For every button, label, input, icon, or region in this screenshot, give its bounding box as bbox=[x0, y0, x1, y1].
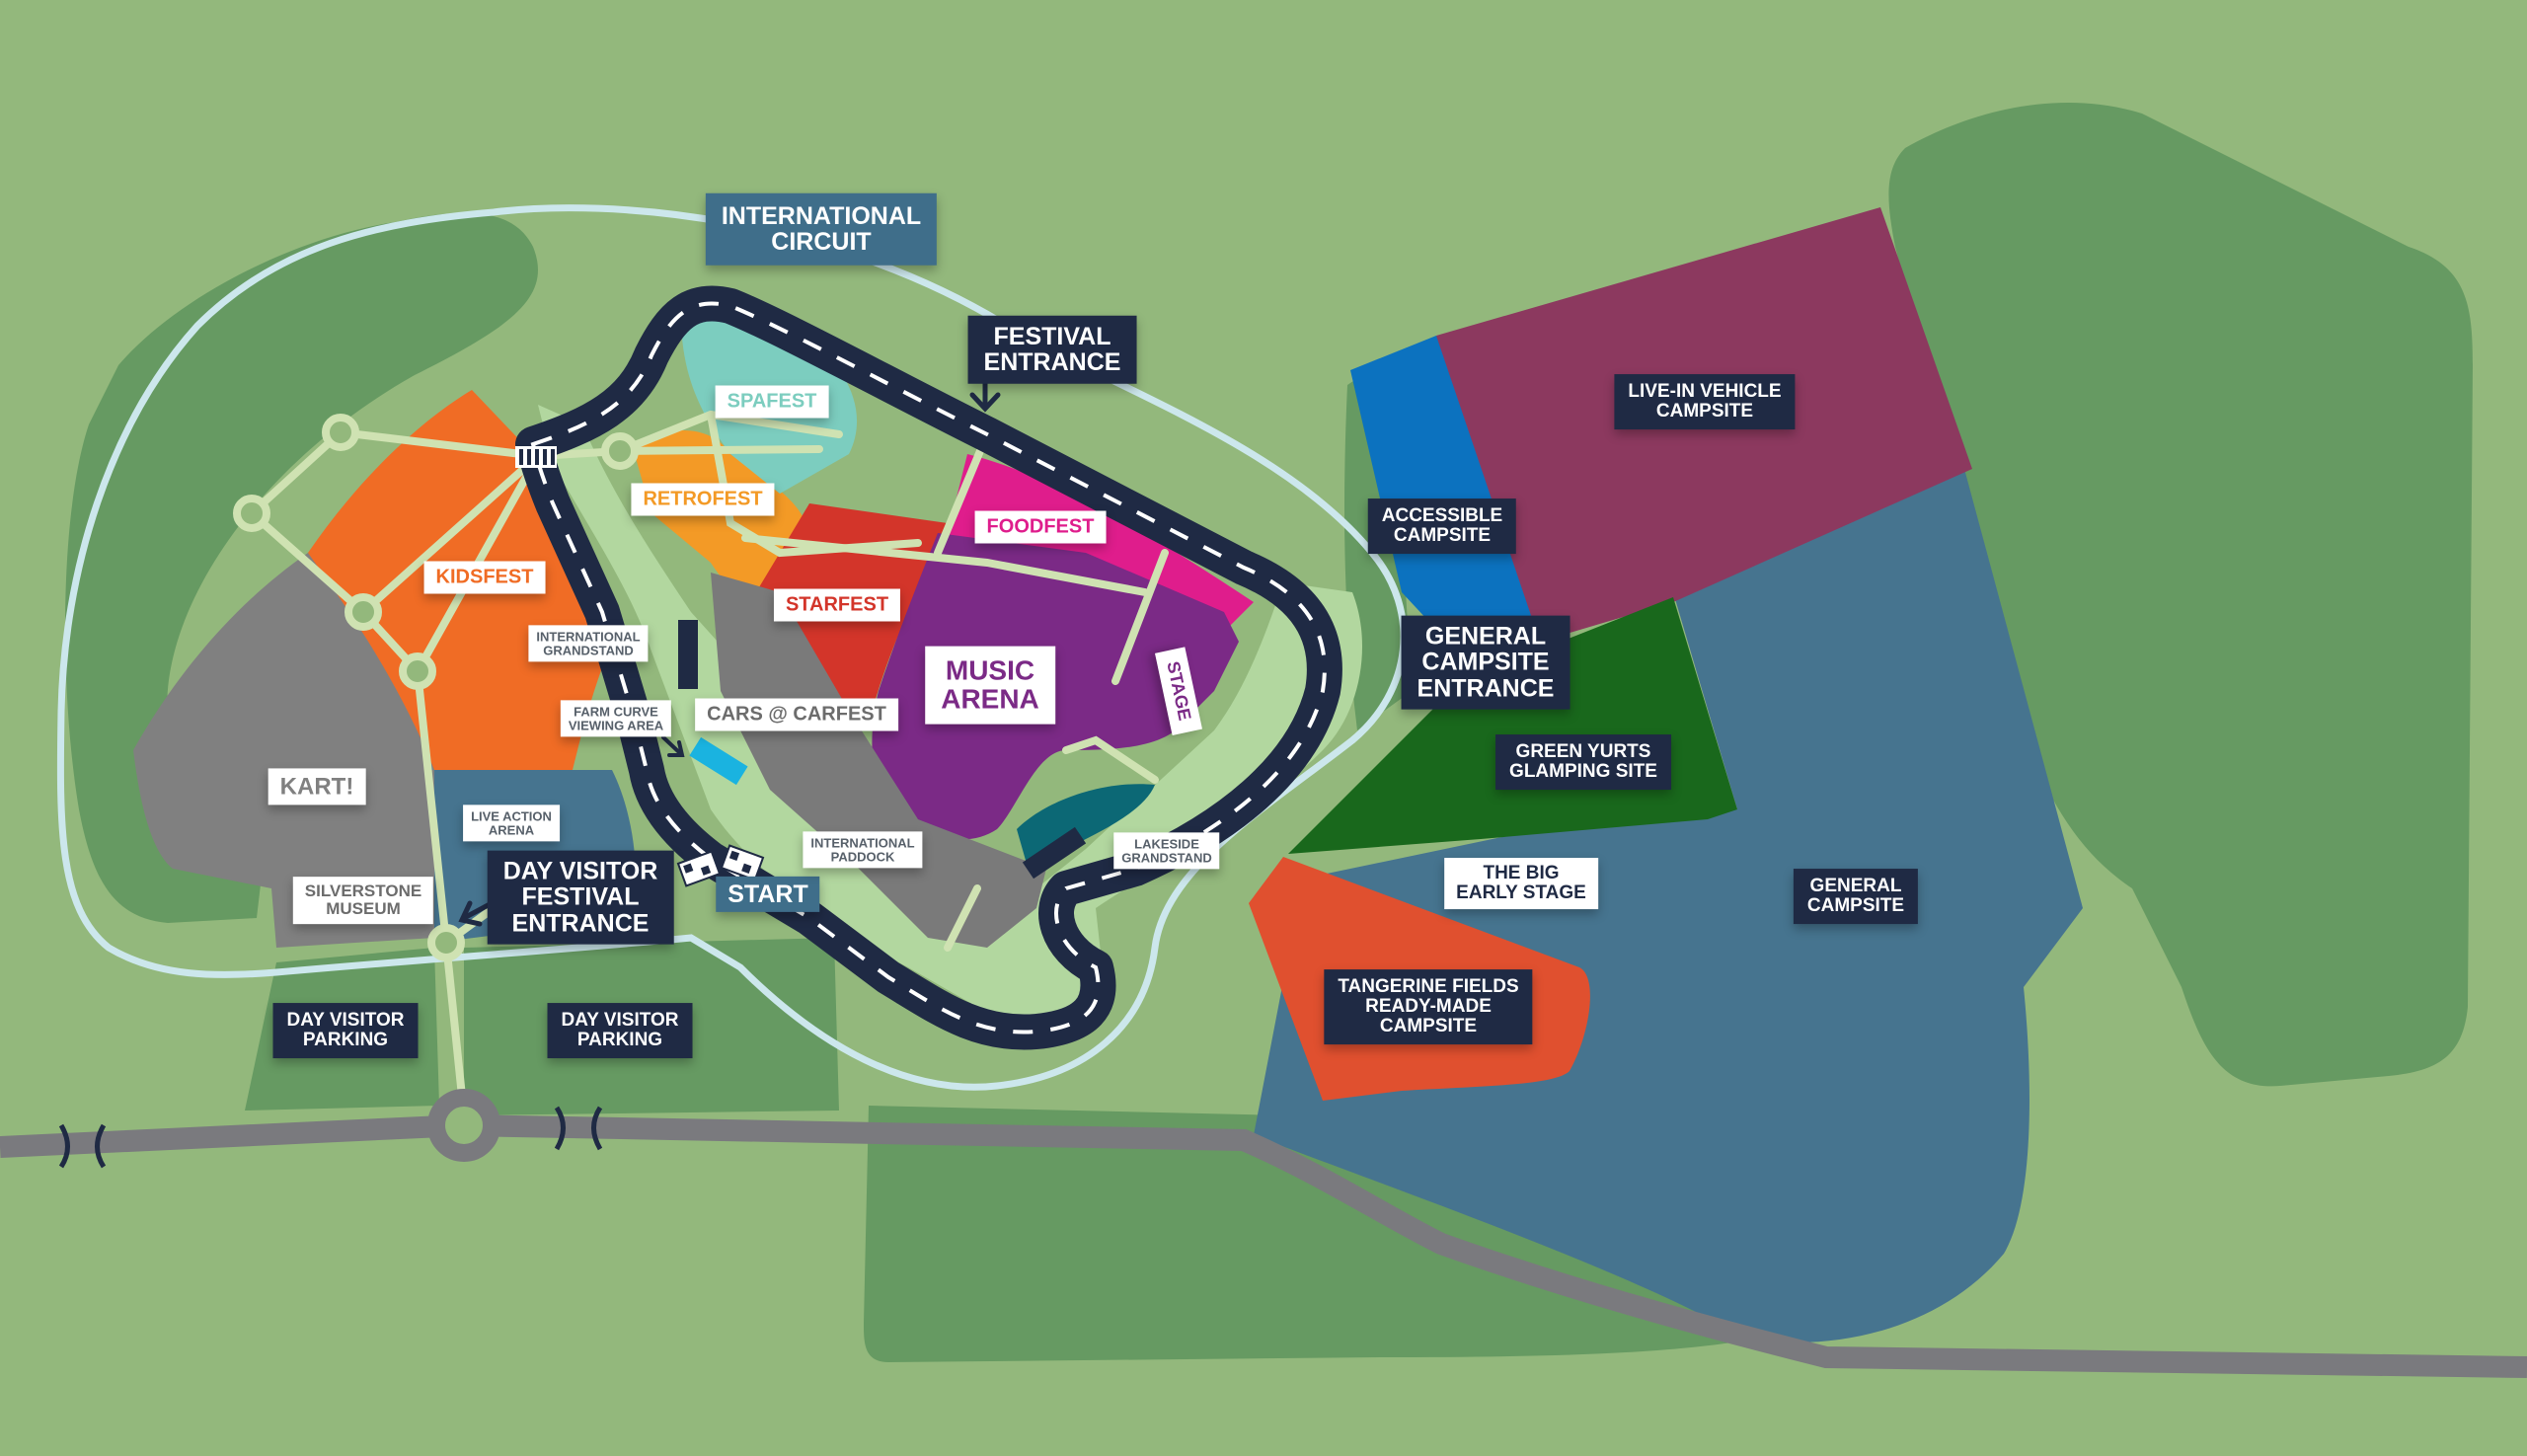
woodland-right bbox=[1888, 102, 2473, 1087]
estate-boundary bbox=[56, 204, 1408, 1091]
road-bridges bbox=[58, 1106, 603, 1169]
main-road bbox=[0, 1113, 2527, 1378]
label-international-grandstand[interactable]: INTERNATIONAL GRANDSTAND bbox=[528, 625, 649, 662]
label-kart[interactable]: KART! bbox=[268, 768, 366, 805]
farm-curve-strip bbox=[689, 736, 748, 786]
start-finish-gantry bbox=[515, 446, 557, 468]
roundabout bbox=[427, 1089, 500, 1162]
green-yurts-area bbox=[1288, 597, 1737, 854]
label-kidsfest[interactable]: KIDSFEST bbox=[423, 561, 546, 594]
label-festival-entrance[interactable]: FESTIVAL ENTRANCE bbox=[967, 315, 1137, 384]
label-tangerine-fields[interactable]: TANGERINE FIELDS READY-MADE CAMPSITE bbox=[1324, 969, 1533, 1044]
paddock-grey bbox=[711, 573, 1046, 948]
label-general-campsite[interactable]: GENERAL CAMPSITE bbox=[1793, 869, 1919, 924]
label-day-visitor-festival-entrance[interactable]: DAY VISITOR FESTIVAL ENTRANCE bbox=[487, 850, 674, 945]
field-bottom-centre bbox=[864, 1106, 1797, 1362]
label-retrofest[interactable]: RETROFEST bbox=[631, 483, 775, 516]
label-start[interactable]: START bbox=[716, 876, 820, 913]
label-foodfest[interactable]: FOODFEST bbox=[974, 510, 1107, 544]
label-green-yurts-glamping-site[interactable]: GREEN YURTS GLAMPING SITE bbox=[1495, 734, 1671, 790]
label-general-campsite-entrance[interactable]: GENERAL CAMPSITE ENTRANCE bbox=[1401, 615, 1570, 710]
label-accessible-campsite[interactable]: ACCESSIBLE CAMPSITE bbox=[1367, 498, 1517, 554]
label-live-action-arena[interactable]: LIVE ACTION ARENA bbox=[463, 805, 560, 842]
label-international-paddock[interactable]: INTERNATIONAL PADDOCK bbox=[803, 831, 923, 869]
race-track-centreline bbox=[530, 301, 1327, 1035]
label-farm-curve-viewing-area[interactable]: FARM CURVE VIEWING AREA bbox=[560, 700, 672, 737]
farm-curve-arrow-icon bbox=[661, 735, 685, 757]
path-junctions bbox=[233, 414, 639, 961]
label-international-circuit[interactable]: INTERNATIONAL CIRCUIT bbox=[705, 192, 938, 266]
kart-zone bbox=[133, 553, 454, 948]
chequered-flags-icon bbox=[676, 844, 765, 887]
label-cars-at-carfest[interactable]: CARS @ CARFEST bbox=[695, 698, 898, 731]
label-live-in-vehicle-campsite[interactable]: LIVE-IN VEHICLE CAMPSITE bbox=[1614, 374, 1796, 429]
label-spafest[interactable]: SPAFEST bbox=[715, 385, 829, 419]
label-day-visitor-parking-left[interactable]: DAY VISITOR PARKING bbox=[272, 1003, 419, 1058]
label-silverstone-museum[interactable]: SILVERSTONE MUSEUM bbox=[292, 877, 434, 924]
label-lakeside-grandstand[interactable]: LAKESIDE GRANDSTAND bbox=[1113, 832, 1220, 870]
label-big-early-stage[interactable]: THE BIG EARLY STAGE bbox=[1444, 858, 1598, 909]
grandstand-bars bbox=[678, 620, 1087, 880]
path-network bbox=[246, 410, 1169, 1119]
label-starfest[interactable]: STARFEST bbox=[773, 588, 901, 622]
general-campsite-area bbox=[1254, 469, 2083, 1342]
label-day-visitor-parking-right[interactable]: DAY VISITOR PARKING bbox=[547, 1003, 693, 1058]
label-music-arena[interactable]: MUSIC ARENA bbox=[925, 646, 1055, 725]
